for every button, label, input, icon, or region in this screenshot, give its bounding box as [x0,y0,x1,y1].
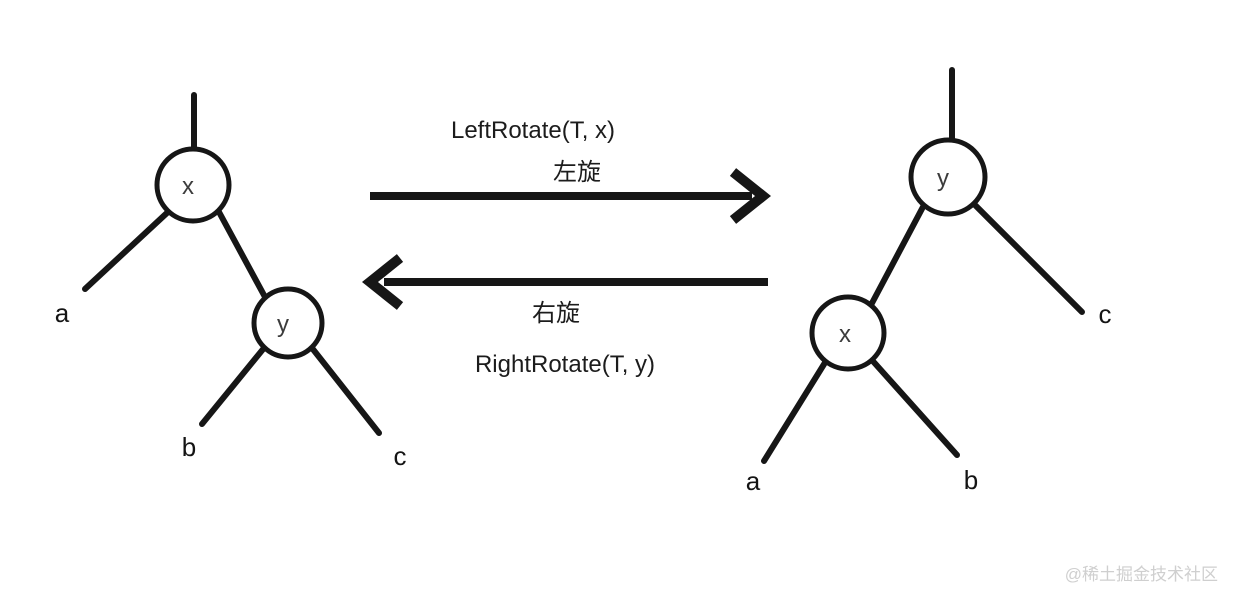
watermark-text: @稀土掘金技术社区 [1065,565,1218,584]
right-tree-node-y-circle [908,137,988,217]
left-tree-node-x-circle [154,146,232,224]
left-tree-edge-y-to-c [309,345,382,436]
right-tree-edge-y-to-c [971,201,1085,315]
right-rotate-arrow-head [361,254,404,310]
left-tree-node-x-label: x [182,173,194,200]
left-tree-edge-y-to-b [199,345,267,427]
left-rotate-function-label: LeftRotate(T, x) [451,117,615,144]
left-tree-leaf-a-label: a [55,298,70,328]
left-tree-leaf-b-label: b [182,432,196,462]
right-tree-edge-x-to-b [868,356,960,458]
left-tree-node-y-circle [251,286,325,360]
right-tree-leaf-a-label: a [746,466,761,496]
right-tree-node-x-label: x [839,321,851,348]
right-tree-edge-x-to-a [761,358,829,464]
left-tree-edge-x-to-y [216,209,268,300]
left-tree-edge-x-to-a [82,209,171,292]
right-tree-edge-y-to-x [868,202,927,308]
left-tree-node-y-label: y [277,311,289,338]
right-rotate-function-label: RightRotate(T, y) [475,351,655,378]
right-tree-node-x-circle [809,294,887,372]
rotation-arrows: LeftRotate(T, x) 左旋 右旋 RightRotate(T, y) [361,117,772,378]
right-tree: y x c a b [746,67,1112,496]
right-tree-node-y-label: y [937,165,949,192]
right-tree-leaf-c-label: c [1099,299,1112,329]
left-tree-leaf-c-label: c [394,441,407,471]
left-rotate-chinese-label: 左旋 [553,159,601,186]
right-tree-leaf-b-label: b [964,465,978,495]
left-rotate-arrow-head [729,168,772,224]
right-rotate-chinese-label: 右旋 [532,300,580,327]
left-tree: x y a b c [55,92,407,471]
